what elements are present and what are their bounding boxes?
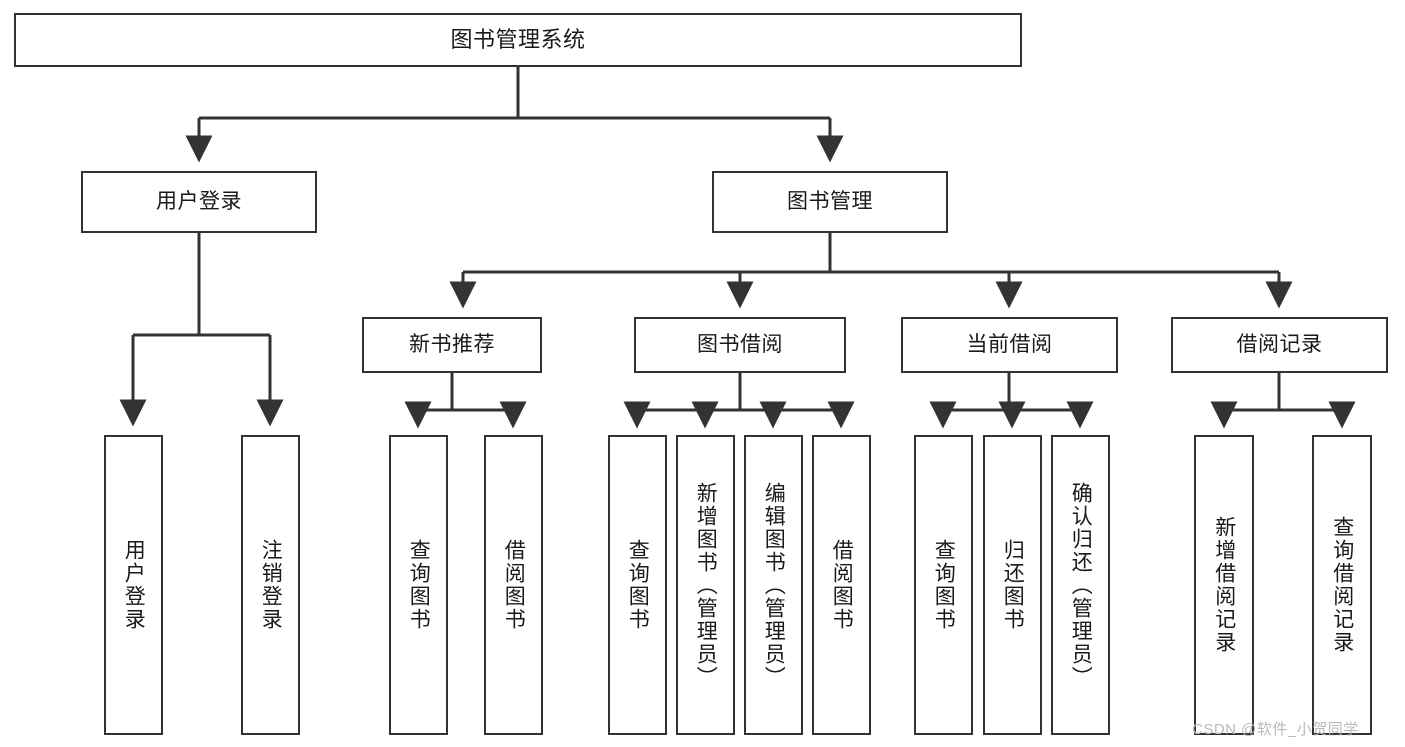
leaf-query-book-rec[interactable]: 查询图书 [389,435,448,735]
leaf-return-book-label: 归还图书 [1001,539,1025,631]
leaf-user-login[interactable]: 用户登录 [104,435,163,735]
leaf-borrow-book-label: 借阅图书 [830,539,854,631]
leaf-add-borrow-record[interactable]: 新增借阅记录 [1194,435,1254,735]
leaf-borrow-book-rec-label: 借阅图书 [502,539,526,631]
leaf-logout[interactable]: 注销登录 [241,435,300,735]
leaf-borrow-book-rec[interactable]: 借阅图书 [484,435,543,735]
leaf-query-book-rec-label: 查询图书 [407,539,431,631]
node-book-management-label: 图书管理 [787,190,873,214]
node-new-book-recommend-label: 新书推荐 [409,333,495,357]
node-borrow-record-label: 借阅记录 [1236,333,1323,357]
leaf-user-login-label: 用户登录 [122,539,146,631]
leaf-query-book-borrow-label: 查询图书 [626,539,650,631]
leaf-confirm-return-admin[interactable]: 确认归还（管理员） [1051,435,1110,735]
node-root-label: 图书管理系统 [450,26,586,52]
leaf-return-book[interactable]: 归还图书 [983,435,1042,735]
leaf-confirm-return-admin-label: 确认归还（管理员） [1069,481,1093,689]
leaf-edit-book-admin-label: 编辑图书（管理员） [762,481,786,689]
leaf-borrow-book[interactable]: 借阅图书 [812,435,871,735]
node-borrow-record[interactable]: 借阅记录 [1171,317,1388,373]
node-new-book-recommend[interactable]: 新书推荐 [362,317,542,373]
leaf-query-book-borrow[interactable]: 查询图书 [608,435,667,735]
node-current-borrow[interactable]: 当前借阅 [901,317,1118,373]
node-current-borrow-label: 当前借阅 [966,333,1053,357]
node-book-borrow-label: 图书借阅 [697,333,783,357]
node-book-borrow[interactable]: 图书借阅 [634,317,846,373]
csdn-watermark: CSDN @软件_小贺同学 [1192,721,1359,738]
leaf-query-borrow-record-label: 查询借阅记录 [1330,516,1354,654]
leaf-add-book-admin[interactable]: 新增图书（管理员） [676,435,735,735]
node-user-login[interactable]: 用户登录 [81,171,317,233]
leaf-edit-book-admin[interactable]: 编辑图书（管理员） [744,435,803,735]
leaf-add-book-admin-label: 新增图书（管理员） [694,481,718,689]
node-root[interactable]: 图书管理系统 [14,13,1022,67]
leaf-add-borrow-record-label: 新增借阅记录 [1212,516,1236,654]
leaf-query-borrow-record[interactable]: 查询借阅记录 [1312,435,1372,735]
node-user-login-label: 用户登录 [156,190,242,214]
leaf-query-book-current-label: 查询图书 [932,539,956,631]
leaf-query-book-current[interactable]: 查询图书 [914,435,973,735]
node-book-management[interactable]: 图书管理 [712,171,948,233]
leaf-logout-label: 注销登录 [259,539,283,631]
